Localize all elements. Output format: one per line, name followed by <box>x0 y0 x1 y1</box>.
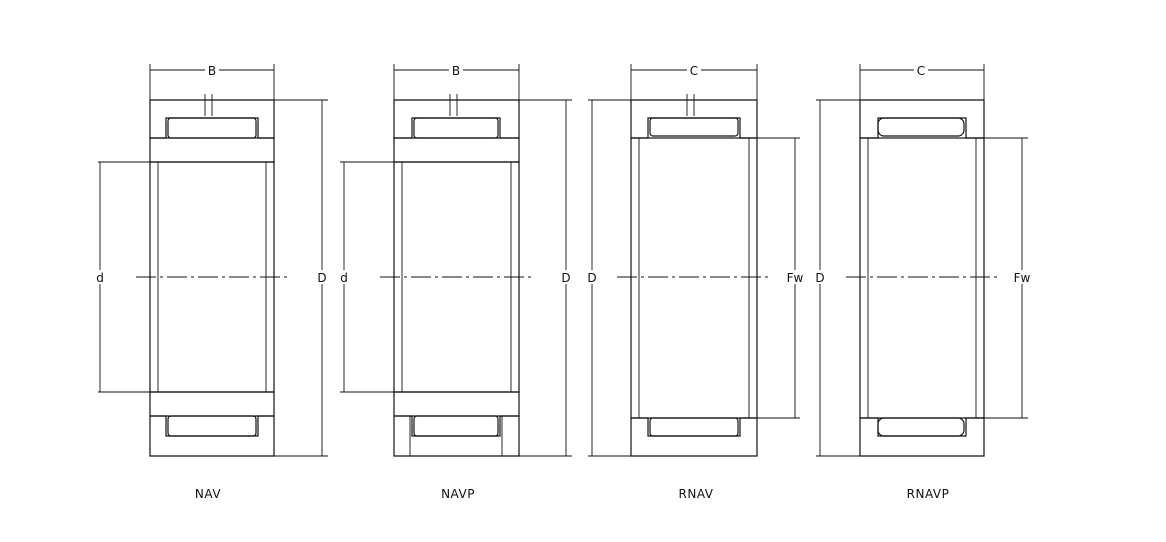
outer-ring-bottom <box>630 417 758 457</box>
bearing-rnav: C D Fw RNAV <box>585 63 807 501</box>
roller-top <box>877 117 965 137</box>
width-label: C <box>690 64 698 78</box>
caption: NAV <box>195 487 221 501</box>
bearing-rnavp: C D Fw RNAVP <box>813 63 1034 501</box>
outer-diameter-label: D <box>815 271 824 285</box>
bearing-nav: B d D NAV <box>93 63 329 501</box>
roller-bottom <box>649 417 739 437</box>
outer-diameter-label: D <box>317 271 326 285</box>
inner-diameter-label: d <box>96 271 104 285</box>
outer-diameter-label: D <box>561 271 570 285</box>
bore <box>630 137 758 419</box>
outer-ring-bottom <box>393 415 520 457</box>
inner-ring-top <box>393 137 520 163</box>
bearing-navp: B d D NAVP <box>337 63 573 501</box>
inner-ring-bottom <box>393 391 520 417</box>
caption: NAVP <box>441 487 475 501</box>
roller-top <box>413 117 499 139</box>
inner-diameter-label: Fw <box>1014 271 1031 285</box>
roller-bottom <box>413 415 499 437</box>
outer-diameter-label: D <box>587 271 596 285</box>
caption: RNAV <box>679 487 714 501</box>
inner-ring-top <box>149 137 275 163</box>
roller-bottom <box>167 415 257 437</box>
inner-diameter-label: Fw <box>787 271 804 285</box>
inner-ring-bottom <box>149 391 275 417</box>
width-label: B <box>208 64 216 78</box>
inner-diameter-label: d <box>340 271 348 285</box>
outer-ring-top <box>393 99 520 139</box>
roller-top <box>649 117 739 137</box>
roller-bottom <box>877 417 965 437</box>
width-label: C <box>917 64 925 78</box>
outer-ring-bottom <box>859 417 985 457</box>
outer-ring-bottom <box>149 415 275 457</box>
width-label: B <box>452 64 460 78</box>
caption: RNAVP <box>907 487 950 501</box>
bore <box>859 137 985 419</box>
roller-top <box>167 117 257 139</box>
